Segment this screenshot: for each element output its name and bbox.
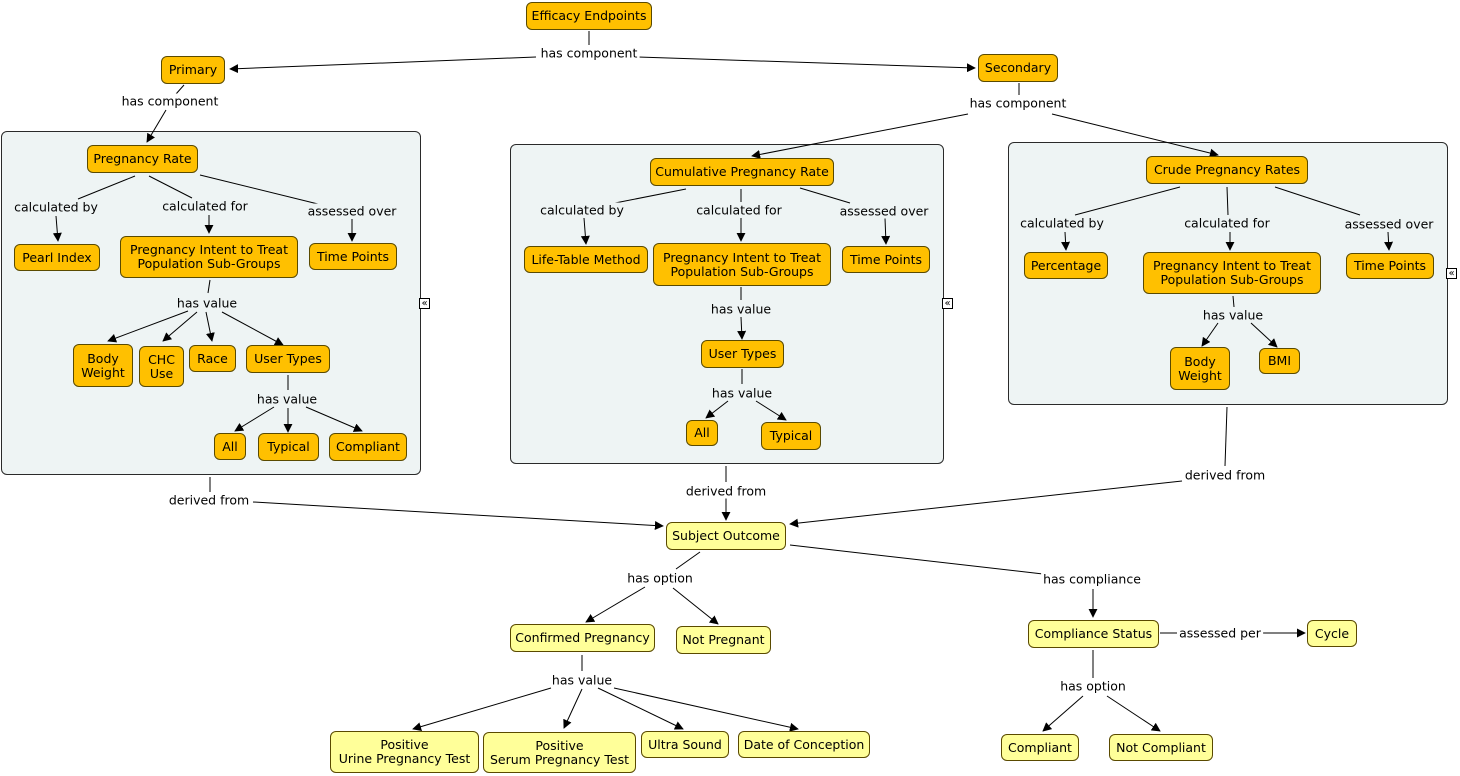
node-user-types-primary[interactable]: User Types — [246, 345, 330, 373]
link-c-has-value: has value — [708, 301, 774, 317]
collapse-primary-icon[interactable]: « — [419, 298, 430, 309]
link-r-assessed-over: assessed over — [1342, 216, 1436, 232]
link-has-option-compliance: has option — [1058, 678, 1128, 694]
node-pitt-primary[interactable]: Pregnancy Intent to Treat Population Sub… — [120, 236, 298, 278]
link-p-has-value-types: has value — [254, 391, 320, 407]
node-date-of-conception[interactable]: Date of Conception — [738, 731, 870, 758]
node-crude-pregnancy-rates[interactable]: Crude Pregnancy Rates — [1146, 156, 1308, 184]
node-compliant-status[interactable]: Compliant — [1001, 734, 1079, 761]
node-pregnancy-rate[interactable]: Pregnancy Rate — [87, 145, 198, 173]
node-positive-urine-test[interactable]: Positive Urine Pregnancy Test — [330, 731, 479, 773]
node-chc-use[interactable]: CHC Use — [139, 346, 184, 387]
node-body-weight-crude[interactable]: Body Weight — [1170, 347, 1230, 390]
node-cycle[interactable]: Cycle — [1307, 620, 1357, 647]
link-has-component-top: has component — [538, 45, 640, 61]
link-derived-from-1: derived from — [166, 492, 252, 508]
link-has-compliance: has compliance — [1041, 571, 1143, 587]
node-pitt-crude[interactable]: Pregnancy Intent to Treat Population Sub… — [1143, 252, 1321, 294]
node-time-points-cumulative[interactable]: Time Points — [842, 246, 930, 273]
node-compliant-primary[interactable]: Compliant — [329, 433, 407, 461]
node-typical-primary[interactable]: Typical — [258, 433, 319, 461]
node-all-cumulative[interactable]: All — [686, 420, 718, 446]
node-body-weight-primary[interactable]: Body Weight — [73, 344, 133, 387]
node-positive-serum-test[interactable]: Positive Serum Pregnancy Test — [483, 732, 636, 773]
node-bmi[interactable]: BMI — [1259, 348, 1300, 374]
link-has-component-secondary: has component — [967, 95, 1069, 111]
node-not-compliant[interactable]: Not Compliant — [1109, 734, 1213, 761]
node-efficacy-endpoints[interactable]: Efficacy Endpoints — [526, 2, 652, 30]
node-all-primary[interactable]: All — [214, 433, 246, 460]
node-percentage[interactable]: Percentage — [1024, 252, 1108, 279]
node-race[interactable]: Race — [189, 345, 236, 372]
link-p-calculated-by: calculated by — [12, 199, 100, 215]
node-life-table-method[interactable]: Life-Table Method — [524, 246, 648, 273]
node-subject-outcome[interactable]: Subject Outcome — [666, 522, 786, 550]
node-ultra-sound[interactable]: Ultra Sound — [641, 731, 729, 758]
link-p-has-value: has value — [174, 295, 240, 311]
collapse-cumulative-icon[interactable]: « — [942, 298, 953, 309]
node-confirmed-pregnancy[interactable]: Confirmed Pregnancy — [510, 624, 655, 652]
link-r-calculated-for: calculated for — [1182, 215, 1272, 231]
node-time-points-primary[interactable]: Time Points — [309, 243, 397, 270]
node-typical-cumulative[interactable]: Typical — [761, 422, 821, 450]
link-has-option-outcome: has option — [625, 570, 695, 586]
link-has-component-primary: has component — [119, 93, 221, 109]
node-primary[interactable]: Primary — [161, 56, 225, 84]
node-not-pregnant[interactable]: Not Pregnant — [676, 626, 771, 654]
link-p-calculated-for: calculated for — [160, 198, 250, 214]
node-compliance-status[interactable]: Compliance Status — [1028, 620, 1159, 648]
link-c-calculated-by: calculated by — [538, 202, 626, 218]
link-derived-from-3: derived from — [1182, 467, 1268, 483]
link-p-assessed-over: assessed over — [305, 203, 399, 219]
node-time-points-crude[interactable]: Time Points — [1346, 253, 1434, 279]
link-r-has-value: has value — [1200, 307, 1266, 323]
link-derived-from-2: derived from — [683, 483, 769, 499]
collapse-crude-icon[interactable]: « — [1446, 268, 1457, 279]
link-has-value-confirmed: has value — [549, 672, 615, 688]
node-pearl-index[interactable]: Pearl Index — [14, 244, 100, 271]
node-cumulative-pregnancy-rate[interactable]: Cumulative Pregnancy Rate — [650, 158, 834, 186]
node-secondary[interactable]: Secondary — [978, 54, 1058, 82]
link-assessed-per: assessed per — [1177, 625, 1263, 641]
link-c-calculated-for: calculated for — [694, 202, 784, 218]
node-user-types-cumulative[interactable]: User Types — [701, 340, 784, 368]
link-c-assessed-over: assessed over — [837, 203, 931, 219]
node-pitt-cumulative[interactable]: Pregnancy Intent to Treat Population Sub… — [653, 243, 831, 286]
link-c-has-value-types: has value — [709, 385, 775, 401]
link-r-calculated-by: calculated by — [1018, 215, 1106, 231]
